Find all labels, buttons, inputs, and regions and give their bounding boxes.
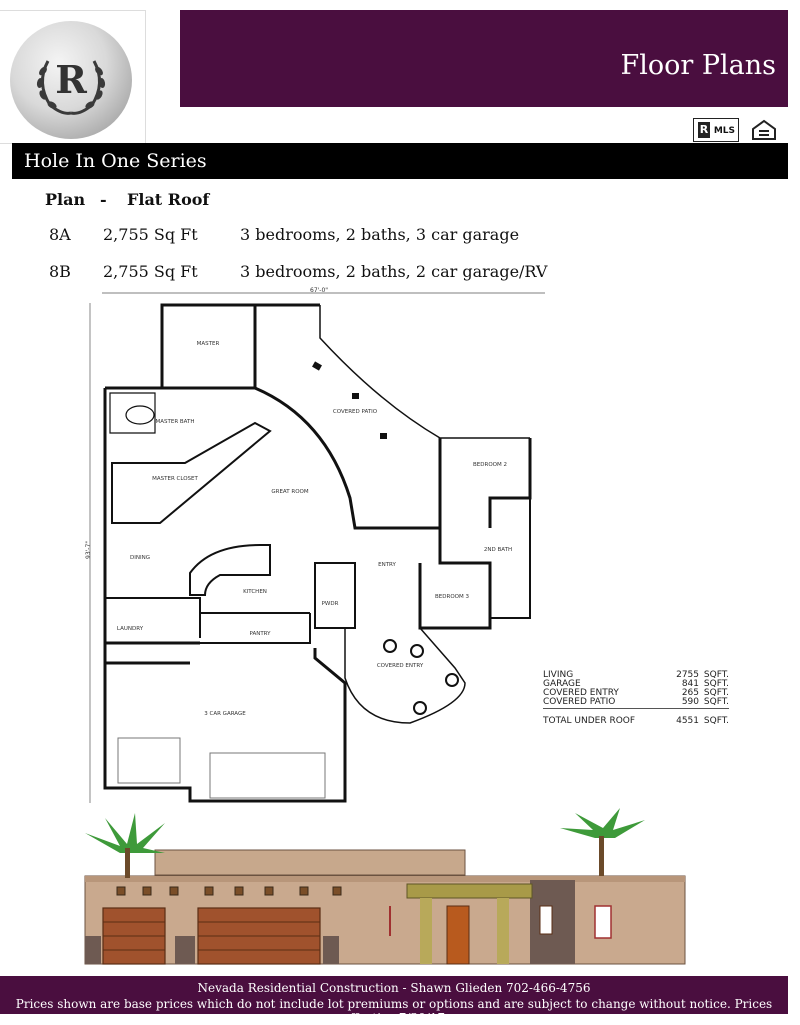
sqft-table: LIVING 2755 SQFT. GARAGE 841 SQFT. COVER… (540, 668, 735, 730)
mls-badge: R MLS (693, 118, 739, 142)
sqft-divider (543, 708, 729, 709)
plan-id: 8A (49, 225, 71, 244)
sqft-row: LIVING 2755 SQFT. (543, 670, 729, 680)
plan-header-label: Plan (45, 190, 86, 209)
logo: R (0, 10, 146, 144)
sqft-value: 265 (681, 688, 699, 698)
room-dining: DINING (130, 555, 150, 561)
sqft-row: COVERED PATIO 590 SQFT. (543, 697, 729, 707)
sqft-label: COVERED PATIO (543, 697, 616, 707)
front-elevation (75, 808, 695, 968)
series-banner: Hole In One Series (12, 143, 788, 179)
depth-dimension: 93'-7" (85, 541, 92, 559)
room-bedroom-2: BEDROOM 2 (473, 462, 507, 468)
realtor-icon: R (698, 122, 710, 138)
logo-letter: R (55, 57, 87, 102)
room-garage: 3 CAR GARAGE (204, 711, 246, 717)
sqft-value: 2755 (676, 670, 699, 680)
plan-description: 3 bedrooms, 2 baths, 2 car garage/RV (240, 262, 548, 281)
badges: R MLS (693, 118, 785, 144)
room-pantry: PANTRY (249, 631, 271, 637)
room-master-closet: MASTER CLOSET (152, 476, 198, 482)
room-bath-2: 2ND BATH (484, 547, 512, 553)
floor-plan: 67'-0" 93'-7" (80, 283, 555, 808)
sqft-value: 4551 (676, 716, 699, 726)
room-covered-patio: COVERED PATIO (333, 409, 378, 415)
floor-plan-drawing: 67'-0" 93'-7" (85, 287, 545, 803)
room-laundry: LAUNDRY (117, 626, 144, 632)
sqft-label: TOTAL UNDER ROOF (543, 716, 636, 726)
plan-sqft: 2,755 Sq Ft (103, 225, 198, 244)
sqft-value: 841 (681, 679, 699, 689)
equal-housing-icon (752, 119, 776, 140)
mls-label: MLS (713, 126, 735, 136)
room-powder: PWDR (322, 601, 339, 607)
golf-ball-logo: R (10, 21, 132, 139)
sqft-unit: SQFT. (703, 670, 729, 680)
header-banner: Floor Plans (180, 10, 788, 107)
plan-header-row: Plan - Flat Roof (0, 190, 800, 212)
elevation-drawing (84, 808, 686, 965)
room-master-bath: MASTER BATH (155, 419, 194, 425)
sqft-row: GARAGE 841 SQFT. (543, 679, 729, 689)
sqft-label: COVERED ENTRY (543, 688, 619, 698)
room-bedroom-3: BEDROOM 3 (435, 594, 469, 600)
plan-header-dash: - (100, 190, 107, 209)
plan-row: 8A 2,755 Sq Ft 3 bedrooms, 2 baths, 3 ca… (0, 225, 800, 247)
room-covered-entry: COVERED ENTRY (377, 663, 424, 669)
footer-contact: Nevada Residential Construction - Shawn … (197, 981, 591, 995)
sqft-value: 590 (681, 697, 699, 707)
sqft-unit: SQFT. (703, 716, 729, 726)
plan-id: 8B (49, 262, 71, 281)
page-title: Floor Plans (620, 50, 776, 81)
sqft-row: COVERED ENTRY 265 SQFT. (543, 688, 729, 698)
laurel-wreath-icon (36, 60, 106, 115)
sqft-total-row: TOTAL UNDER ROOF 4551 SQFT. (543, 716, 729, 726)
room-master: MASTER (197, 341, 220, 347)
plan-header-roof: Flat Roof (127, 190, 210, 209)
plan-row: 8B 2,755 Sq Ft 3 bedrooms, 2 baths, 2 ca… (0, 262, 800, 284)
sqft-unit: SQFT. (703, 688, 729, 698)
sqft-unit: SQFT. (703, 697, 729, 707)
series-title: Hole In One Series (24, 150, 207, 172)
sqft-label: GARAGE (543, 679, 581, 689)
width-dimension: 67'-0" (310, 287, 328, 294)
footer-disclaimer: Prices shown are base prices which do no… (15, 997, 773, 1025)
room-kitchen: KITCHEN (243, 589, 267, 595)
room-great-room: GREAT ROOM (271, 489, 308, 495)
sqft-unit: SQFT. (703, 679, 729, 689)
footer: Nevada Residential Construction - Shawn … (0, 976, 788, 1025)
plan-description: 3 bedrooms, 2 baths, 3 car garage (240, 225, 520, 244)
plan-sqft: 2,755 Sq Ft (103, 262, 198, 281)
room-entry: ENTRY (378, 562, 396, 568)
sqft-label: LIVING (543, 670, 574, 680)
